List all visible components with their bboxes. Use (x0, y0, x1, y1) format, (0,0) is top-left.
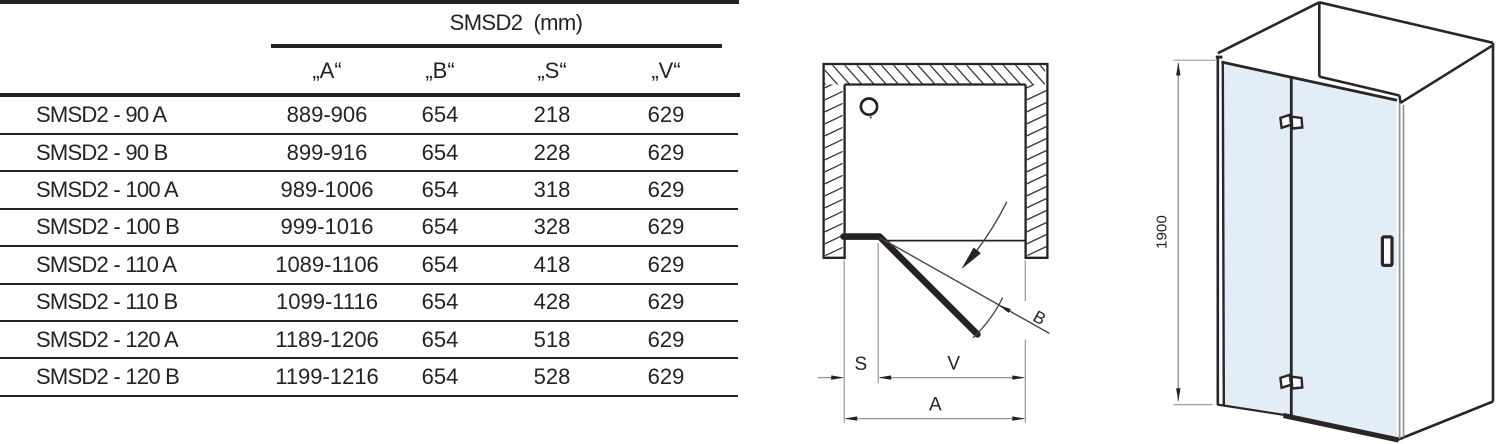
svg-text:A: A (929, 394, 942, 415)
svg-text:B: B (1030, 307, 1049, 329)
svg-text:S: S (855, 354, 868, 375)
svg-text:1900: 1900 (1154, 215, 1171, 249)
svg-text:V: V (947, 353, 960, 374)
